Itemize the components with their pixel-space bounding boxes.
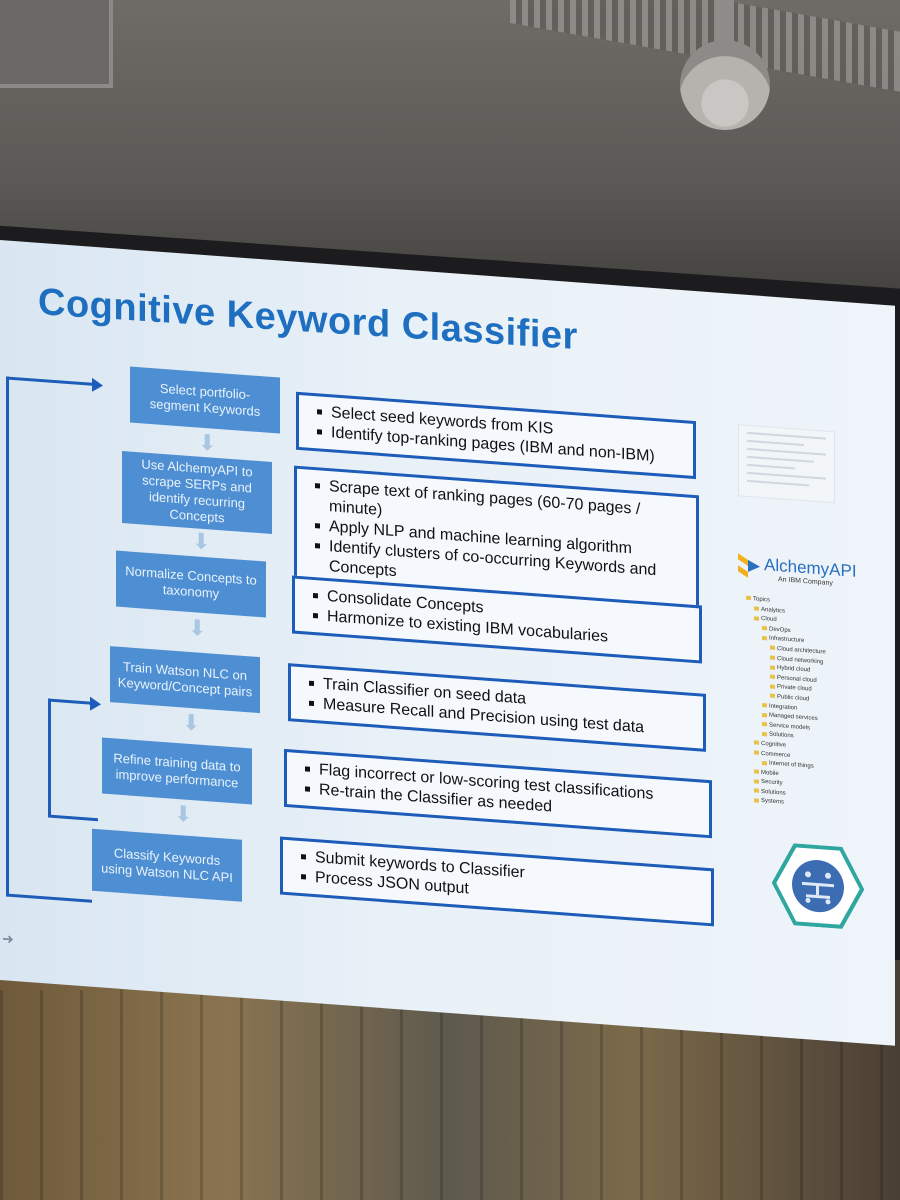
folder-icon <box>762 731 767 737</box>
folder-icon <box>754 788 759 794</box>
step-4-box: Train Watson NLC on Keyword/Concept pair… <box>110 646 260 714</box>
folder-icon <box>770 645 775 651</box>
step-5-details: Flag incorrect or low-scoring test class… <box>284 748 712 839</box>
step-1-label: Select portfolio-segment Keywords <box>149 380 261 420</box>
step-6-label: Classify Keywords using Watson NLC API <box>101 845 233 886</box>
folder-icon <box>754 750 759 755</box>
step-4-details: Train Classifier on seed data Measure Re… <box>288 663 706 752</box>
step-1-details: Select seed keywords from KIS Identify t… <box>296 391 696 480</box>
inner-loop-top <box>48 698 92 705</box>
speaker-mount <box>716 0 734 45</box>
taxonomy-tree: Topics Analytics Cloud DevOps Infrastruc… <box>740 594 870 815</box>
inner-loop-arrowhead <box>90 696 101 712</box>
folder-icon <box>770 693 775 699</box>
step-3-label: Normalize Concepts to taxonomy <box>125 563 257 602</box>
folder-icon <box>746 596 751 601</box>
alchemyapi-logo: AlchemyAPI An IBM Company <box>738 549 868 599</box>
folder-icon <box>754 779 759 784</box>
ceiling-panel <box>0 0 113 88</box>
screenshot-thumbnail <box>738 424 835 504</box>
folder-icon <box>762 702 767 708</box>
next-slide-arrow-icon: ➜ <box>2 930 14 948</box>
alchemyapi-mark-icon <box>738 553 760 578</box>
folder-icon <box>754 615 759 621</box>
step-5-label: Refine training data to improve performa… <box>113 750 241 791</box>
folder-icon <box>762 626 767 631</box>
inner-loop-bottom <box>48 814 98 822</box>
step-2-box: Use AlchemyAPI to scrape SERPs and ident… <box>122 450 272 534</box>
step-arrow-4: ⬇ <box>182 709 201 736</box>
projected-slide: Cognitive Keyword Classifier Select port… <box>0 240 895 1046</box>
folder-icon <box>754 769 759 774</box>
step-5-box: Refine training data to improve performa… <box>102 737 252 805</box>
step-3-box: Normalize Concepts to taxonomy <box>116 550 266 618</box>
folder-icon <box>754 606 759 611</box>
outer-loop-bottom <box>6 893 92 903</box>
slide-title: Cognitive Keyword Classifier <box>38 281 578 359</box>
step-arrow-3: ⬇ <box>188 614 207 642</box>
step-6-box: Classify Keywords using Watson NLC API <box>92 828 242 902</box>
step-arrow-1: ⬇ <box>198 429 217 456</box>
step-6-details: Submit keywords to Classifier Process JS… <box>280 836 714 927</box>
outer-loop-arrowhead <box>92 377 103 393</box>
inner-loop-vertical <box>48 698 51 817</box>
step-1-box: Select portfolio-segment Keywords <box>130 366 280 434</box>
step-4-label: Train Watson NLC on Keyword/Concept pair… <box>117 659 253 700</box>
outer-loop-vertical <box>6 376 9 897</box>
folder-icon <box>770 684 775 689</box>
folder-icon <box>762 712 767 717</box>
folder-icon <box>762 722 767 727</box>
folder-icon <box>770 674 775 680</box>
ceiling-speaker <box>680 40 770 130</box>
folder-icon <box>754 798 759 803</box>
watson-classifier-hexagon-icon <box>772 843 864 929</box>
folder-icon <box>770 665 775 670</box>
folder-icon <box>762 760 767 765</box>
outer-loop-top <box>6 376 94 386</box>
folder-icon <box>762 635 767 641</box>
step-arrow-5: ⬇ <box>174 800 193 828</box>
folder-icon <box>754 740 759 746</box>
folder-icon <box>770 655 775 660</box>
step-2-label: Use AlchemyAPI to scrape SERPs and ident… <box>141 456 253 526</box>
step-arrow-2: ⬇ <box>192 528 211 555</box>
